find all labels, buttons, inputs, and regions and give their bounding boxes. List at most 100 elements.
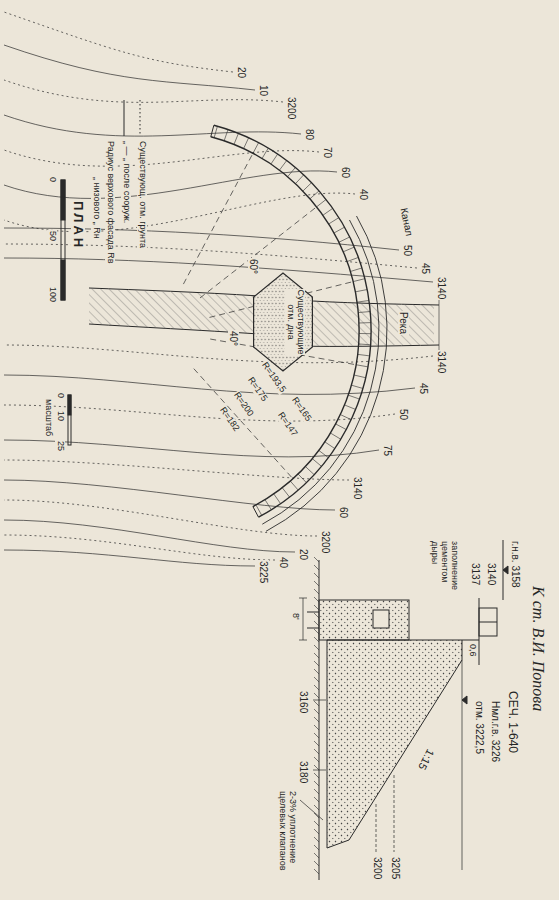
dam-tick bbox=[359, 343, 371, 345]
label: 0 bbox=[47, 176, 57, 183]
label: 3137 bbox=[470, 562, 481, 586]
dam-tick bbox=[344, 405, 355, 409]
label: 3200 bbox=[286, 96, 297, 120]
canal-edge bbox=[266, 216, 387, 531]
dam-tick bbox=[339, 237, 350, 242]
ground-hatch bbox=[314, 821, 319, 826]
dam-tick bbox=[298, 474, 306, 483]
dam-tick bbox=[253, 143, 259, 154]
label: R=175 bbox=[245, 375, 270, 404]
label: 60 bbox=[340, 166, 351, 179]
contour-line bbox=[4, 115, 301, 136]
dam-tick bbox=[359, 322, 371, 323]
label: 10 bbox=[55, 410, 65, 422]
label: СЕЧ. 1-640 bbox=[506, 690, 519, 754]
dam-tick bbox=[350, 268, 361, 272]
dam-tick bbox=[336, 424, 347, 430]
ground-hatch bbox=[314, 565, 319, 570]
label: К ст. В.И. Попова bbox=[529, 585, 547, 712]
contour-line bbox=[4, 193, 355, 232]
ground-hatch bbox=[314, 765, 319, 770]
label: 60° bbox=[248, 258, 259, 275]
hexagon-fill bbox=[254, 273, 313, 371]
label: 3140 bbox=[436, 350, 447, 374]
label: R=182 bbox=[217, 405, 242, 434]
dam-tick bbox=[282, 488, 289, 497]
ground-hatch bbox=[314, 557, 319, 562]
label: Канал bbox=[398, 206, 415, 238]
label: 20 bbox=[298, 548, 309, 561]
contour-line bbox=[4, 345, 433, 363]
label: R=200 bbox=[231, 390, 256, 419]
ground-hatch bbox=[314, 781, 319, 786]
label: 3205 bbox=[390, 856, 401, 880]
label: 1:15 bbox=[416, 747, 437, 773]
dam-end bbox=[253, 507, 259, 518]
dam-end bbox=[211, 125, 214, 137]
contour-line bbox=[4, 480, 335, 510]
ground-hatch bbox=[314, 637, 319, 642]
dam-tick bbox=[262, 148, 268, 158]
label: 20 bbox=[236, 66, 247, 79]
ground-hatch bbox=[314, 629, 319, 634]
ground-hatch bbox=[314, 677, 319, 682]
dam-tick bbox=[348, 395, 359, 399]
label: Река bbox=[398, 311, 409, 335]
ground-hatch bbox=[314, 613, 319, 618]
dam-tick bbox=[358, 354, 370, 355]
ground-hatch bbox=[314, 581, 319, 586]
ground-hatch bbox=[314, 709, 319, 714]
label: 40 bbox=[358, 188, 369, 201]
label: 3160 bbox=[298, 690, 309, 714]
label: R=165 bbox=[289, 395, 314, 424]
dam-tick bbox=[317, 199, 326, 206]
label: г.н.в. 3158 bbox=[510, 540, 521, 589]
dam-tick bbox=[359, 333, 371, 334]
label: 40° bbox=[228, 330, 239, 347]
label: отм. 3222,5 bbox=[474, 700, 485, 755]
contour-line bbox=[4, 244, 417, 268]
ground-hatch bbox=[314, 853, 319, 858]
contour-line bbox=[4, 150, 319, 166]
hexagon-shape bbox=[254, 273, 313, 371]
dam-tick bbox=[343, 247, 354, 252]
contour-line bbox=[4, 520, 295, 552]
contour-line bbox=[4, 375, 415, 394]
ground-hatch bbox=[314, 597, 319, 602]
label: 0,6 bbox=[467, 643, 477, 658]
ground-hatch bbox=[314, 757, 319, 762]
ground-hatch bbox=[314, 621, 319, 626]
contour-line bbox=[4, 258, 433, 282]
label: 0 bbox=[55, 392, 65, 399]
dam-tick bbox=[310, 191, 319, 199]
ground-hatch bbox=[314, 789, 319, 794]
dam-tick bbox=[356, 365, 368, 367]
dam-tick bbox=[334, 227, 344, 233]
dam-tick bbox=[354, 375, 366, 378]
ground-hatch bbox=[314, 717, 319, 722]
label: 2-3% уплотнение щелевых клапанов bbox=[277, 790, 297, 892]
dam-tick bbox=[357, 300, 369, 302]
legend-text: Существующ. отм. грунта bbox=[137, 140, 147, 249]
dam-tick bbox=[305, 466, 314, 474]
dam-tick bbox=[319, 450, 329, 457]
contour-line bbox=[4, 228, 399, 250]
dam-tick bbox=[274, 494, 281, 504]
ground-hatch bbox=[314, 661, 319, 666]
plan-title: ПЛАН bbox=[71, 200, 85, 251]
ground-hatch bbox=[314, 869, 319, 874]
dam-tick bbox=[355, 290, 367, 292]
label: 75 bbox=[382, 444, 393, 457]
label: 8' bbox=[290, 612, 300, 621]
ground-hatch bbox=[314, 685, 319, 690]
contour-line bbox=[4, 550, 255, 566]
contour-line bbox=[4, 45, 255, 90]
contour-line bbox=[4, 171, 337, 199]
contour-line bbox=[4, 500, 317, 536]
contour-line bbox=[4, 405, 395, 421]
contour-line bbox=[4, 460, 349, 480]
ground-hatch bbox=[314, 693, 319, 698]
ground-hatch bbox=[314, 653, 319, 658]
